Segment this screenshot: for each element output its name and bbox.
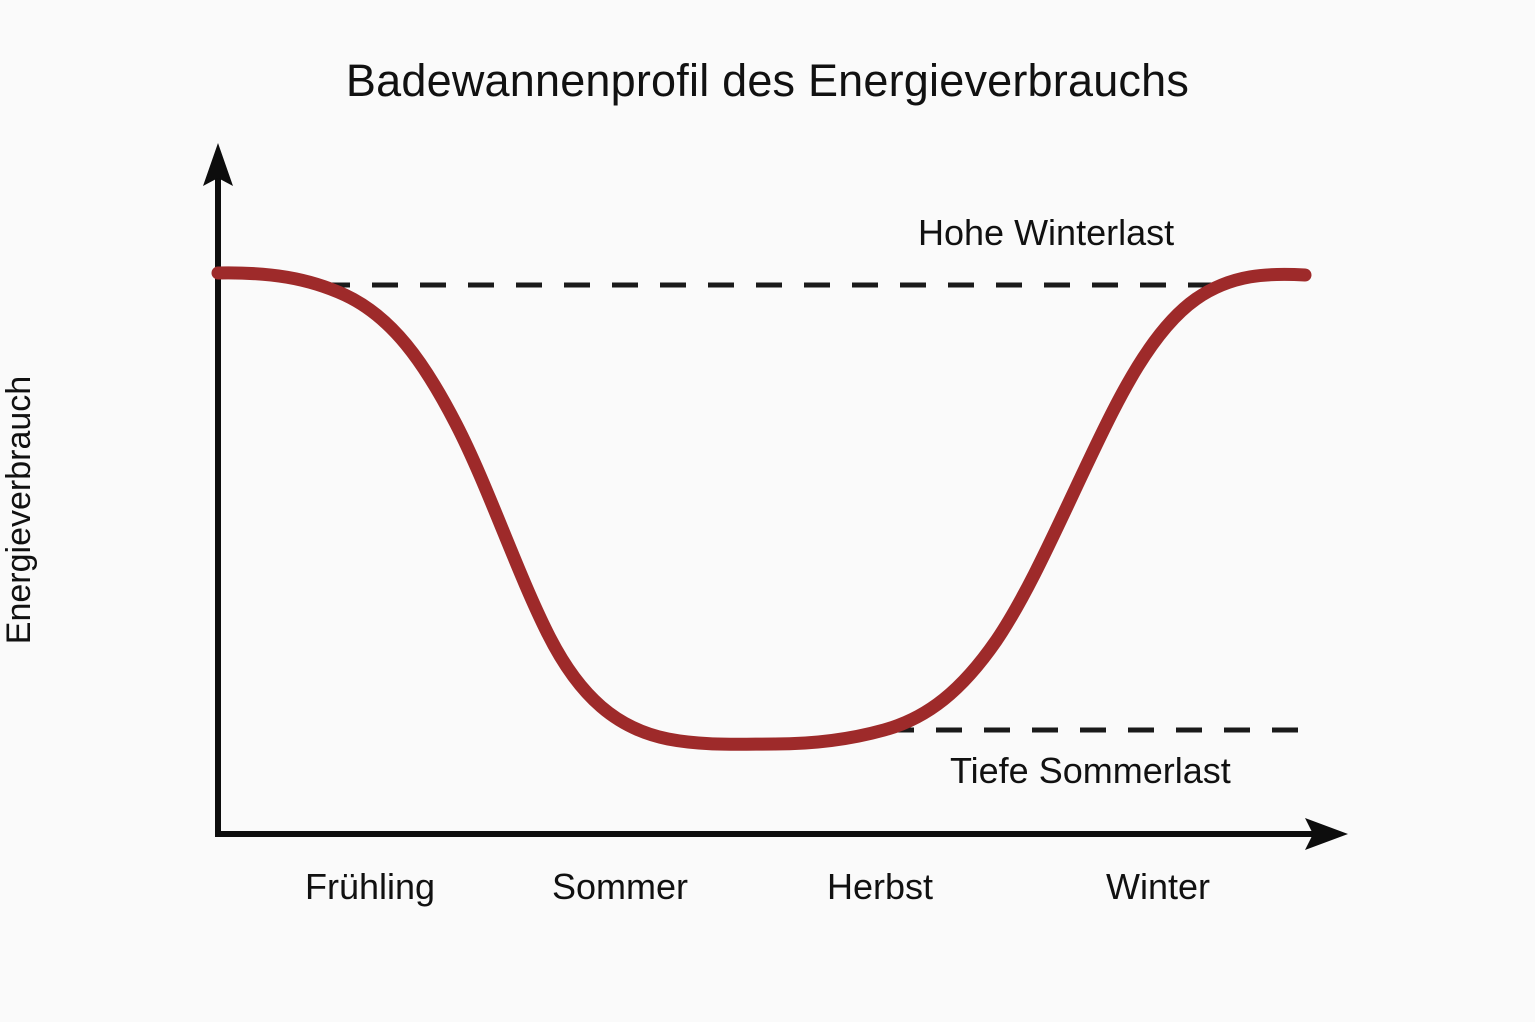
chart-title: Badewannenprofil des Energieverbrauchs <box>345 55 1190 106</box>
x-tick-label-herbst: Herbst <box>826 866 934 907</box>
energy-consumption-curve <box>211 266 1312 751</box>
annotation-high-winter-load: Hohe Winterlast <box>918 212 1175 253</box>
y-axis-arrow-icon <box>203 143 233 186</box>
x-tick-label-fruehling: Frühling <box>304 866 436 907</box>
x-tick-label-winter: Winter <box>1105 866 1210 907</box>
annotation-low-summer-load: Tiefe Sommerlast <box>950 750 1231 791</box>
x-axis-arrow-icon <box>1305 818 1348 850</box>
x-tick-label-sommer: Sommer <box>551 866 689 907</box>
